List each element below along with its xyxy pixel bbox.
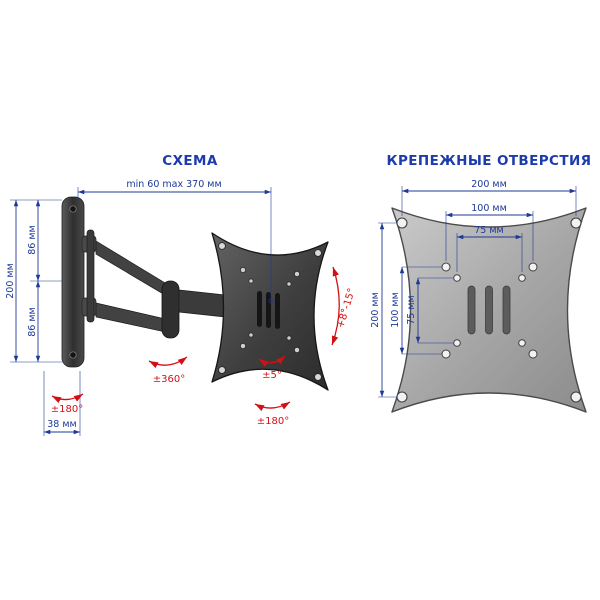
hole-200 [396, 391, 408, 403]
schema-section: min 60 max 370 мм 200 мм 86 мм 86 мм 38 … [5, 179, 358, 436]
wall-plate [61, 196, 97, 368]
lower-arm [95, 302, 171, 334]
hole-200 [218, 242, 226, 250]
hole-75 [453, 274, 461, 282]
hole-75 [286, 335, 292, 341]
center-slot [266, 292, 271, 328]
upper-arm [95, 240, 171, 299]
hole-200 [218, 366, 226, 374]
hinge-pin [86, 229, 95, 323]
rotation-label-plate-swivel: ±180° [257, 416, 289, 427]
vesa-plate-front [391, 207, 587, 413]
dim-label-w200: 200 мм [471, 179, 507, 190]
hole-75 [286, 281, 292, 287]
hole-75 [248, 332, 254, 338]
dim-label-height: 200 мм [5, 263, 16, 299]
elbow-joint [161, 280, 180, 339]
hole-100 [240, 267, 246, 273]
hole-200 [570, 217, 582, 229]
hole-100 [528, 262, 538, 272]
hole-75 [453, 339, 461, 347]
rotation-arrow-plate-minor [258, 355, 286, 367]
schema-title: СХЕМА [162, 153, 218, 169]
rotation-arrow-wall-swivel [51, 393, 84, 404]
mounting-holes-title: КРЕПЕЖНЫЕ ОТВЕРСТИЯ [387, 153, 592, 169]
hole-100 [441, 262, 451, 272]
hole-100 [294, 347, 300, 353]
rotation-label-wall-swivel: ±180° [51, 404, 83, 415]
dim-label-w75: 75 мм [474, 225, 503, 236]
hole-200 [396, 217, 408, 229]
dim-label-h100: 100 мм [390, 292, 401, 328]
hole-75 [518, 339, 526, 347]
hole-200 [314, 249, 322, 257]
wall-screw-hole [69, 351, 77, 359]
rotation-arrow-arm-swivel [148, 356, 188, 369]
rotation-label-arm-swivel: ±360° [153, 374, 185, 385]
center-slot [485, 285, 493, 335]
dim-label-reach: min 60 max 370 мм [126, 179, 221, 190]
vesa-plate-perspective [211, 232, 329, 391]
wall-screw-hole [69, 205, 77, 213]
tilt-arrow [331, 266, 340, 346]
left-dimensions: min 60 max 370 мм 200 мм 86 мм 86 мм 38 … [5, 179, 274, 436]
center-slot [275, 293, 280, 329]
dim-label-86-upper: 86 мм [27, 225, 38, 254]
center-slot [257, 291, 262, 327]
hole-200 [314, 373, 322, 381]
hole-100 [240, 343, 246, 349]
dim-label-w100: 100 мм [471, 203, 507, 214]
center-slot [502, 285, 511, 335]
dim-label-h75: 75 мм [406, 295, 417, 324]
holes-section: 200 мм 100 мм 75 мм 200 мм 100 мм [370, 179, 587, 413]
right-dimensions: 200 мм 100 мм 75 мм 200 мм 100 мм [370, 179, 577, 398]
articulated-arm [95, 240, 235, 339]
hole-75 [518, 274, 526, 282]
hole-100 [441, 349, 451, 359]
dim-label-depth: 38 мм [47, 419, 76, 430]
plate-center-mark [268, 298, 274, 304]
hole-100 [528, 349, 538, 359]
center-slot [467, 285, 476, 335]
dim-label-h200: 200 мм [370, 292, 381, 328]
rotation-arrow-plate-swivel [254, 401, 291, 412]
wall-plate-body [61, 196, 85, 368]
dim-label-86-lower: 86 мм [27, 307, 38, 336]
hole-75 [248, 278, 254, 284]
hole-100 [294, 271, 300, 277]
rotation-label-plate-minor: ±5° [262, 370, 282, 381]
hole-200 [570, 391, 582, 403]
